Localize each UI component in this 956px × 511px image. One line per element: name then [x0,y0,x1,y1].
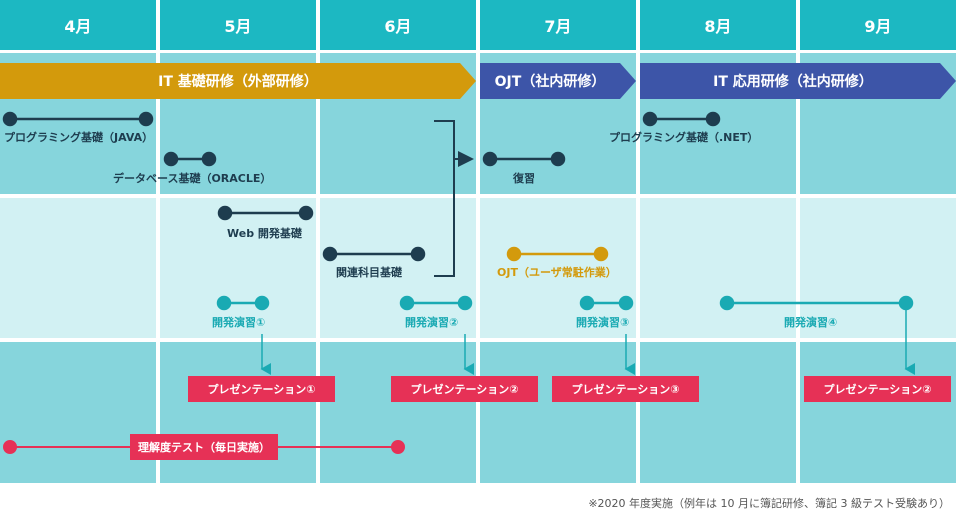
practice-2-label: 開発演習② [405,316,459,329]
practice-1-label: 開発演習① [212,316,266,329]
course-oracle-end-dot [201,151,217,167]
phase-it-basic: IT 基礎研修（外部研修） [0,63,476,99]
course-java-label: プログラミング基礎（JAVA） [4,131,154,144]
ojt-user-end-dot [593,246,609,262]
practice-3-end-dot [618,295,634,311]
practice-2-start-dot [399,295,415,311]
course-web-end-dot [298,205,314,221]
phase-ojt-label: OJT（社内研修） [494,74,606,90]
practice-4-label: 開発演習④ [784,316,838,329]
phase-ojt: OJT（社内研修） [480,63,636,99]
practice-3-start-dot [579,295,595,311]
practice-2-end-dot [457,295,473,311]
course-related-start-dot [322,246,338,262]
footnote: ※2020 年度実施（例年は 10 月に簿記研修、簿記 3 級テスト受験あり） [588,497,950,510]
course-java-end-dot [138,111,154,127]
schedule-grid: 4月 5月 6月 7月 8月 9月 [0,0,956,483]
presentation-2: プレゼンテーション② [391,376,538,402]
month-header-aug: 8月 [640,0,796,50]
practice-4-start-dot [719,295,735,311]
course-oracle-label: データベース基礎（ORACLE） [113,172,272,185]
test-end-dot [391,440,405,454]
presentation-1: プレゼンテーション① [188,376,335,402]
daily-test-label: 理解度テスト（毎日実施） [130,434,278,460]
course-review-start-dot [482,151,498,167]
ojt-user-start-dot [506,246,522,262]
month-header-apr: 4月 [0,0,156,50]
practice-3-label: 開発演習③ [576,316,630,329]
course-web-label: Web 開発基礎 [227,227,302,240]
bracket-connector [434,120,455,277]
course-net-start-dot [642,111,658,127]
ojt-user-label: OJT（ユーザ常駐作業） [497,266,617,279]
phase-it-basic-label: IT 基礎研修（外部研修） [158,74,318,90]
practice-1-start-dot [216,295,232,311]
month-header-may: 5月 [160,0,316,50]
course-review-end-dot [550,151,566,167]
course-related-end-dot [410,246,426,262]
phase-it-applied: IT 応用研修（社内研修） [640,63,956,99]
practice-4-end-dot [898,295,914,311]
phase-it-applied-label: IT 応用研修（社内研修） [713,74,873,90]
month-header-sep: 9月 [800,0,956,50]
course-web-start-dot [217,205,233,221]
presentation-4: プレゼンテーション② [804,376,951,402]
course-oracle-start-dot [163,151,179,167]
timeline-lines [2,111,915,454]
presentation-3: プレゼンテーション③ [552,376,699,402]
course-net-label: プログラミング基礎（.NET） [609,131,759,144]
course-related-label: 関連科目基礎 [336,266,402,279]
month-header-jul: 7月 [480,0,636,50]
course-net-end-dot [705,111,721,127]
test-start-dot [3,440,17,454]
practice-1-end-dot [254,295,270,311]
month-header-jun: 6月 [320,0,476,50]
course-review-label: 復習 [513,172,535,185]
course-java-start-dot [2,111,18,127]
